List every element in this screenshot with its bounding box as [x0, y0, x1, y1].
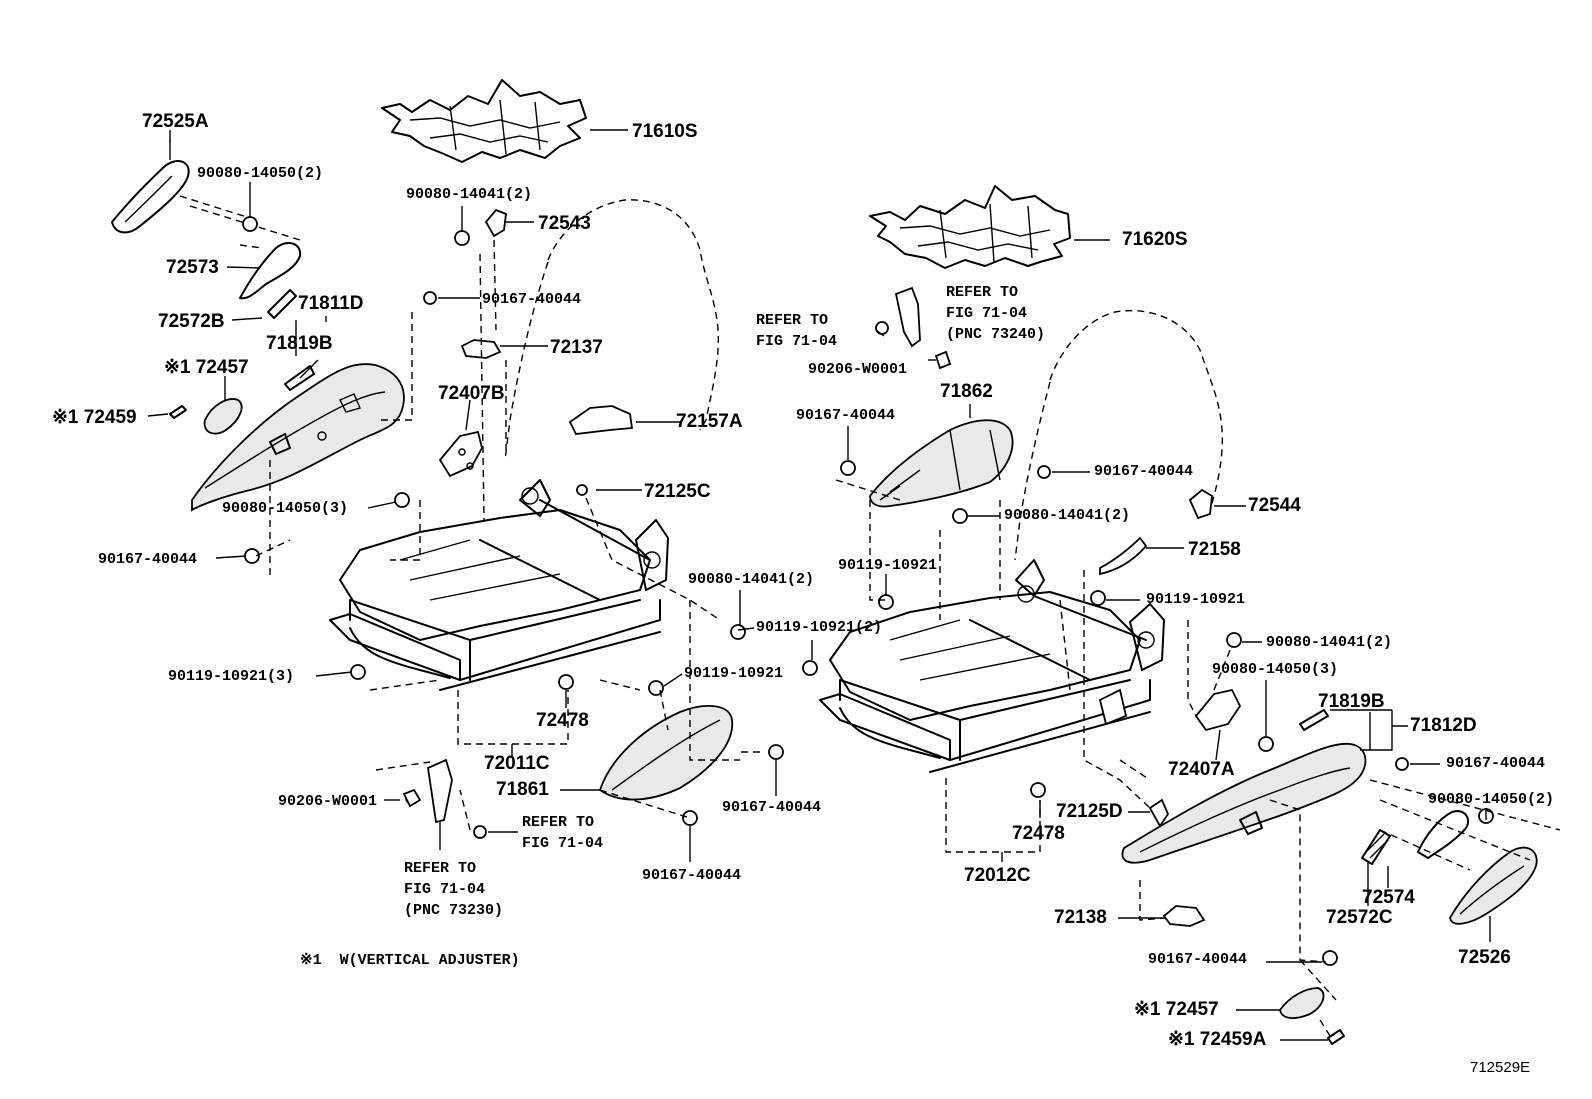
seatback-outline-left: [547, 199, 720, 431]
seat-track-frame-left: [329, 479, 669, 691]
bracket-72407A: [1194, 688, 1242, 732]
label-90167-40044-f: 90167-40044: [1446, 755, 1546, 772]
label-90167-40044-c: 90167-40044: [642, 867, 742, 884]
label-90119-10921-right-b: 90119-10921: [1146, 591, 1246, 608]
knob-72526: [1449, 846, 1538, 925]
label-90167-40044-b: 90167-40044: [722, 799, 822, 816]
label-72572C: 72572C: [1326, 907, 1393, 928]
label-71819B-right: 71819B: [1318, 691, 1385, 712]
label-71620S: 71620S: [1122, 229, 1188, 250]
label-72573: 72573: [166, 257, 219, 278]
part-72457-left: [203, 398, 243, 435]
label-72137: 72137: [550, 337, 603, 358]
label-71812D: 71812D: [1410, 715, 1477, 736]
seatback-outline-right: [1049, 309, 1224, 511]
label-90080-14050-2-left: 90080-14050(2): [197, 165, 324, 182]
figure-reference: 712529E: [1470, 1059, 1531, 1076]
cap-72544: [1188, 488, 1213, 520]
label-72543: 72543: [538, 213, 591, 234]
side-shield-71811D: [191, 363, 405, 512]
label-72572B: 72572B: [158, 311, 225, 332]
label-90080-14041-2-far: 90080-14041(2): [1266, 634, 1393, 651]
cover-71862: [869, 419, 1014, 508]
part-72457-right: [1279, 987, 1325, 1019]
seat-spring-71620S: [869, 185, 1110, 269]
label-72478-left: 72478: [536, 710, 589, 731]
label-71610S: 71610S: [632, 121, 698, 142]
label-72012C: 72012C: [964, 865, 1031, 886]
clip-72137: [460, 339, 502, 359]
label-72525A: 72525A: [142, 111, 209, 132]
label-90080-14041-2-mid: 90080-14041(2): [688, 571, 815, 588]
label-90080-14050-3-left: 90080-14050(3): [222, 500, 349, 517]
label-71861: 71861: [496, 779, 549, 800]
label-71819B-left: 71819B: [266, 333, 333, 354]
cover-72157A: [568, 405, 634, 435]
lever-72573: [239, 241, 302, 300]
label-90080-14050-3-right: 90080-14050(3): [1212, 661, 1339, 678]
label-72459: ※1 72459: [52, 407, 137, 428]
label-90206-W0001-right: 90206-W0001: [808, 361, 908, 378]
label-90167-40044-left: 90167-40044: [98, 551, 198, 568]
label-72407A: 72407A: [1168, 759, 1235, 780]
label-72407B: 72407B: [438, 383, 505, 404]
seat-spring-71610S: [381, 79, 628, 163]
note-refer-left-b: REFER TO FIG 71-04 (PNC 73230): [404, 860, 504, 919]
label-90119-10921-right-a: 90119-10921: [838, 557, 938, 574]
label-90080-14050-2-right: 90080-14050(2): [1428, 791, 1555, 808]
label-72478-right: 72478: [1012, 823, 1065, 844]
clip-72138: [1162, 905, 1206, 927]
label-72011C: 72011C: [484, 753, 550, 774]
label-90167-40044-a: 90167-40044: [482, 291, 582, 308]
label-90167-40044-g: 90167-40044: [1148, 951, 1248, 968]
label-71811D: 71811D: [298, 293, 364, 314]
label-72526: 72526: [1458, 947, 1511, 968]
label-72574: 72574: [1362, 887, 1415, 908]
side-shield-71812D: [1121, 743, 1367, 864]
cap-72543: [484, 208, 507, 238]
bracket-72407B: [438, 430, 483, 478]
label-90080-14041-2-top: 90080-14041(2): [406, 186, 533, 203]
label-72457-left: ※1 72457: [164, 357, 249, 378]
label-90167-40044-d: 90167-40044: [796, 407, 896, 424]
leader-lines: [147, 130, 1491, 1041]
label-90119-10921-2: 90119-10921(2): [756, 619, 883, 636]
knob-72525A: [111, 140, 190, 234]
lever-72574: [1417, 810, 1470, 859]
bolts-left: [242, 216, 784, 839]
footnote: ※1 W(VERTICAL ADJUSTER): [300, 952, 520, 969]
label-72544: 72544: [1248, 495, 1301, 516]
seat-track-frame-right: [819, 559, 1165, 773]
label-72125C: 72125C: [644, 481, 711, 502]
lever-handle-left: [427, 758, 453, 824]
lever-handle-right: [894, 286, 921, 348]
note-refer-right-a: REFER TO FIG 71-04 (PNC 73240): [946, 284, 1046, 343]
label-72459A: ※1 72459A: [1168, 1029, 1267, 1050]
label-90206-W0001-left: 90206-W0001: [278, 793, 378, 810]
label-72138: 72138: [1054, 907, 1107, 928]
label-90119-10921-mid: 90119-10921: [684, 665, 784, 682]
note-refer-right-b: REFER TO FIG 71-04: [756, 312, 838, 350]
label-90167-40044-e: 90167-40044: [1094, 463, 1194, 480]
label-72158: 72158: [1188, 539, 1241, 560]
label-90080-14041-2-right: 90080-14041(2): [1004, 507, 1131, 524]
label-90119-10921-3: 90119-10921(3): [168, 668, 295, 685]
note-refer-left-a: REFER TO FIG 71-04: [522, 814, 604, 852]
label-71862: 71862: [940, 381, 993, 402]
label-72125D: 72125D: [1056, 801, 1123, 822]
clip-72158: [1099, 536, 1148, 576]
clip-72125D: [1148, 798, 1170, 828]
label-72457-right: ※1 72457: [1134, 999, 1219, 1020]
label-72157A: 72157A: [676, 411, 743, 432]
